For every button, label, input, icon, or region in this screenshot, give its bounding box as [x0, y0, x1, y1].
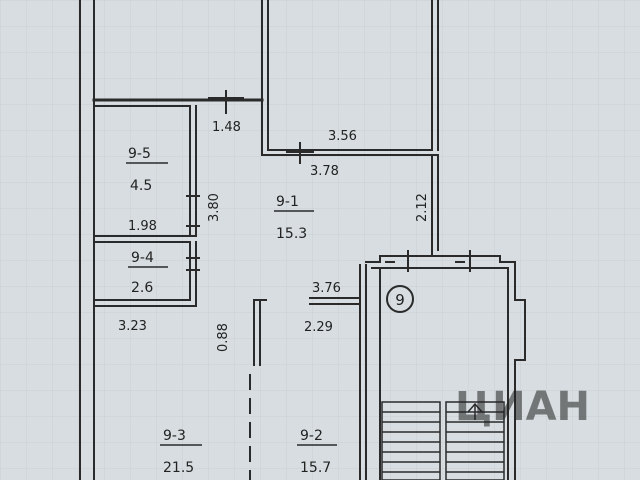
room-id-9-2: 9-2 [300, 428, 323, 444]
dim-3-23: 3.23 [118, 319, 147, 334]
dim-3-76: 3.76 [312, 281, 341, 296]
walls [79, 0, 526, 480]
stair-marker-circle [386, 285, 414, 313]
dim-3-78: 3.78 [310, 164, 339, 179]
room-area-9-2: 15.7 [300, 460, 331, 476]
room-id-9-4: 9-4 [131, 250, 154, 266]
dim-3-56: 3.56 [328, 129, 357, 144]
room-labels: 9-5 4.5 9-1 15.3 9-4 2.6 9-3 21.5 9-2 15… [126, 146, 337, 476]
room-id-9-5: 9-5 [128, 146, 151, 162]
dimension-labels: 1.48 3.56 3.78 1.98 3.76 2.29 3.23 3.80 … [118, 120, 430, 352]
dim-2-29: 2.29 [304, 320, 333, 335]
dim-2-12: 2.12 [415, 193, 430, 222]
room-id-9-3: 9-3 [163, 428, 186, 444]
room-id-9-1: 9-1 [276, 194, 299, 210]
dim-1-98: 1.98 [128, 219, 157, 234]
room-area-9-3: 21.5 [163, 460, 194, 476]
room-area-9-5: 4.5 [130, 178, 152, 194]
room-area-9-4: 2.6 [131, 280, 153, 296]
door-ticks [186, 90, 471, 272]
staircase [381, 401, 505, 480]
watermark-logo: ЦИАН [455, 384, 590, 430]
room-area-9-1: 15.3 [276, 226, 307, 242]
stair-marker-label: 9 [395, 291, 405, 309]
dim-3-80: 3.80 [207, 193, 222, 222]
dim-0-88: 0.88 [216, 323, 231, 352]
dim-1-48: 1.48 [212, 120, 241, 135]
